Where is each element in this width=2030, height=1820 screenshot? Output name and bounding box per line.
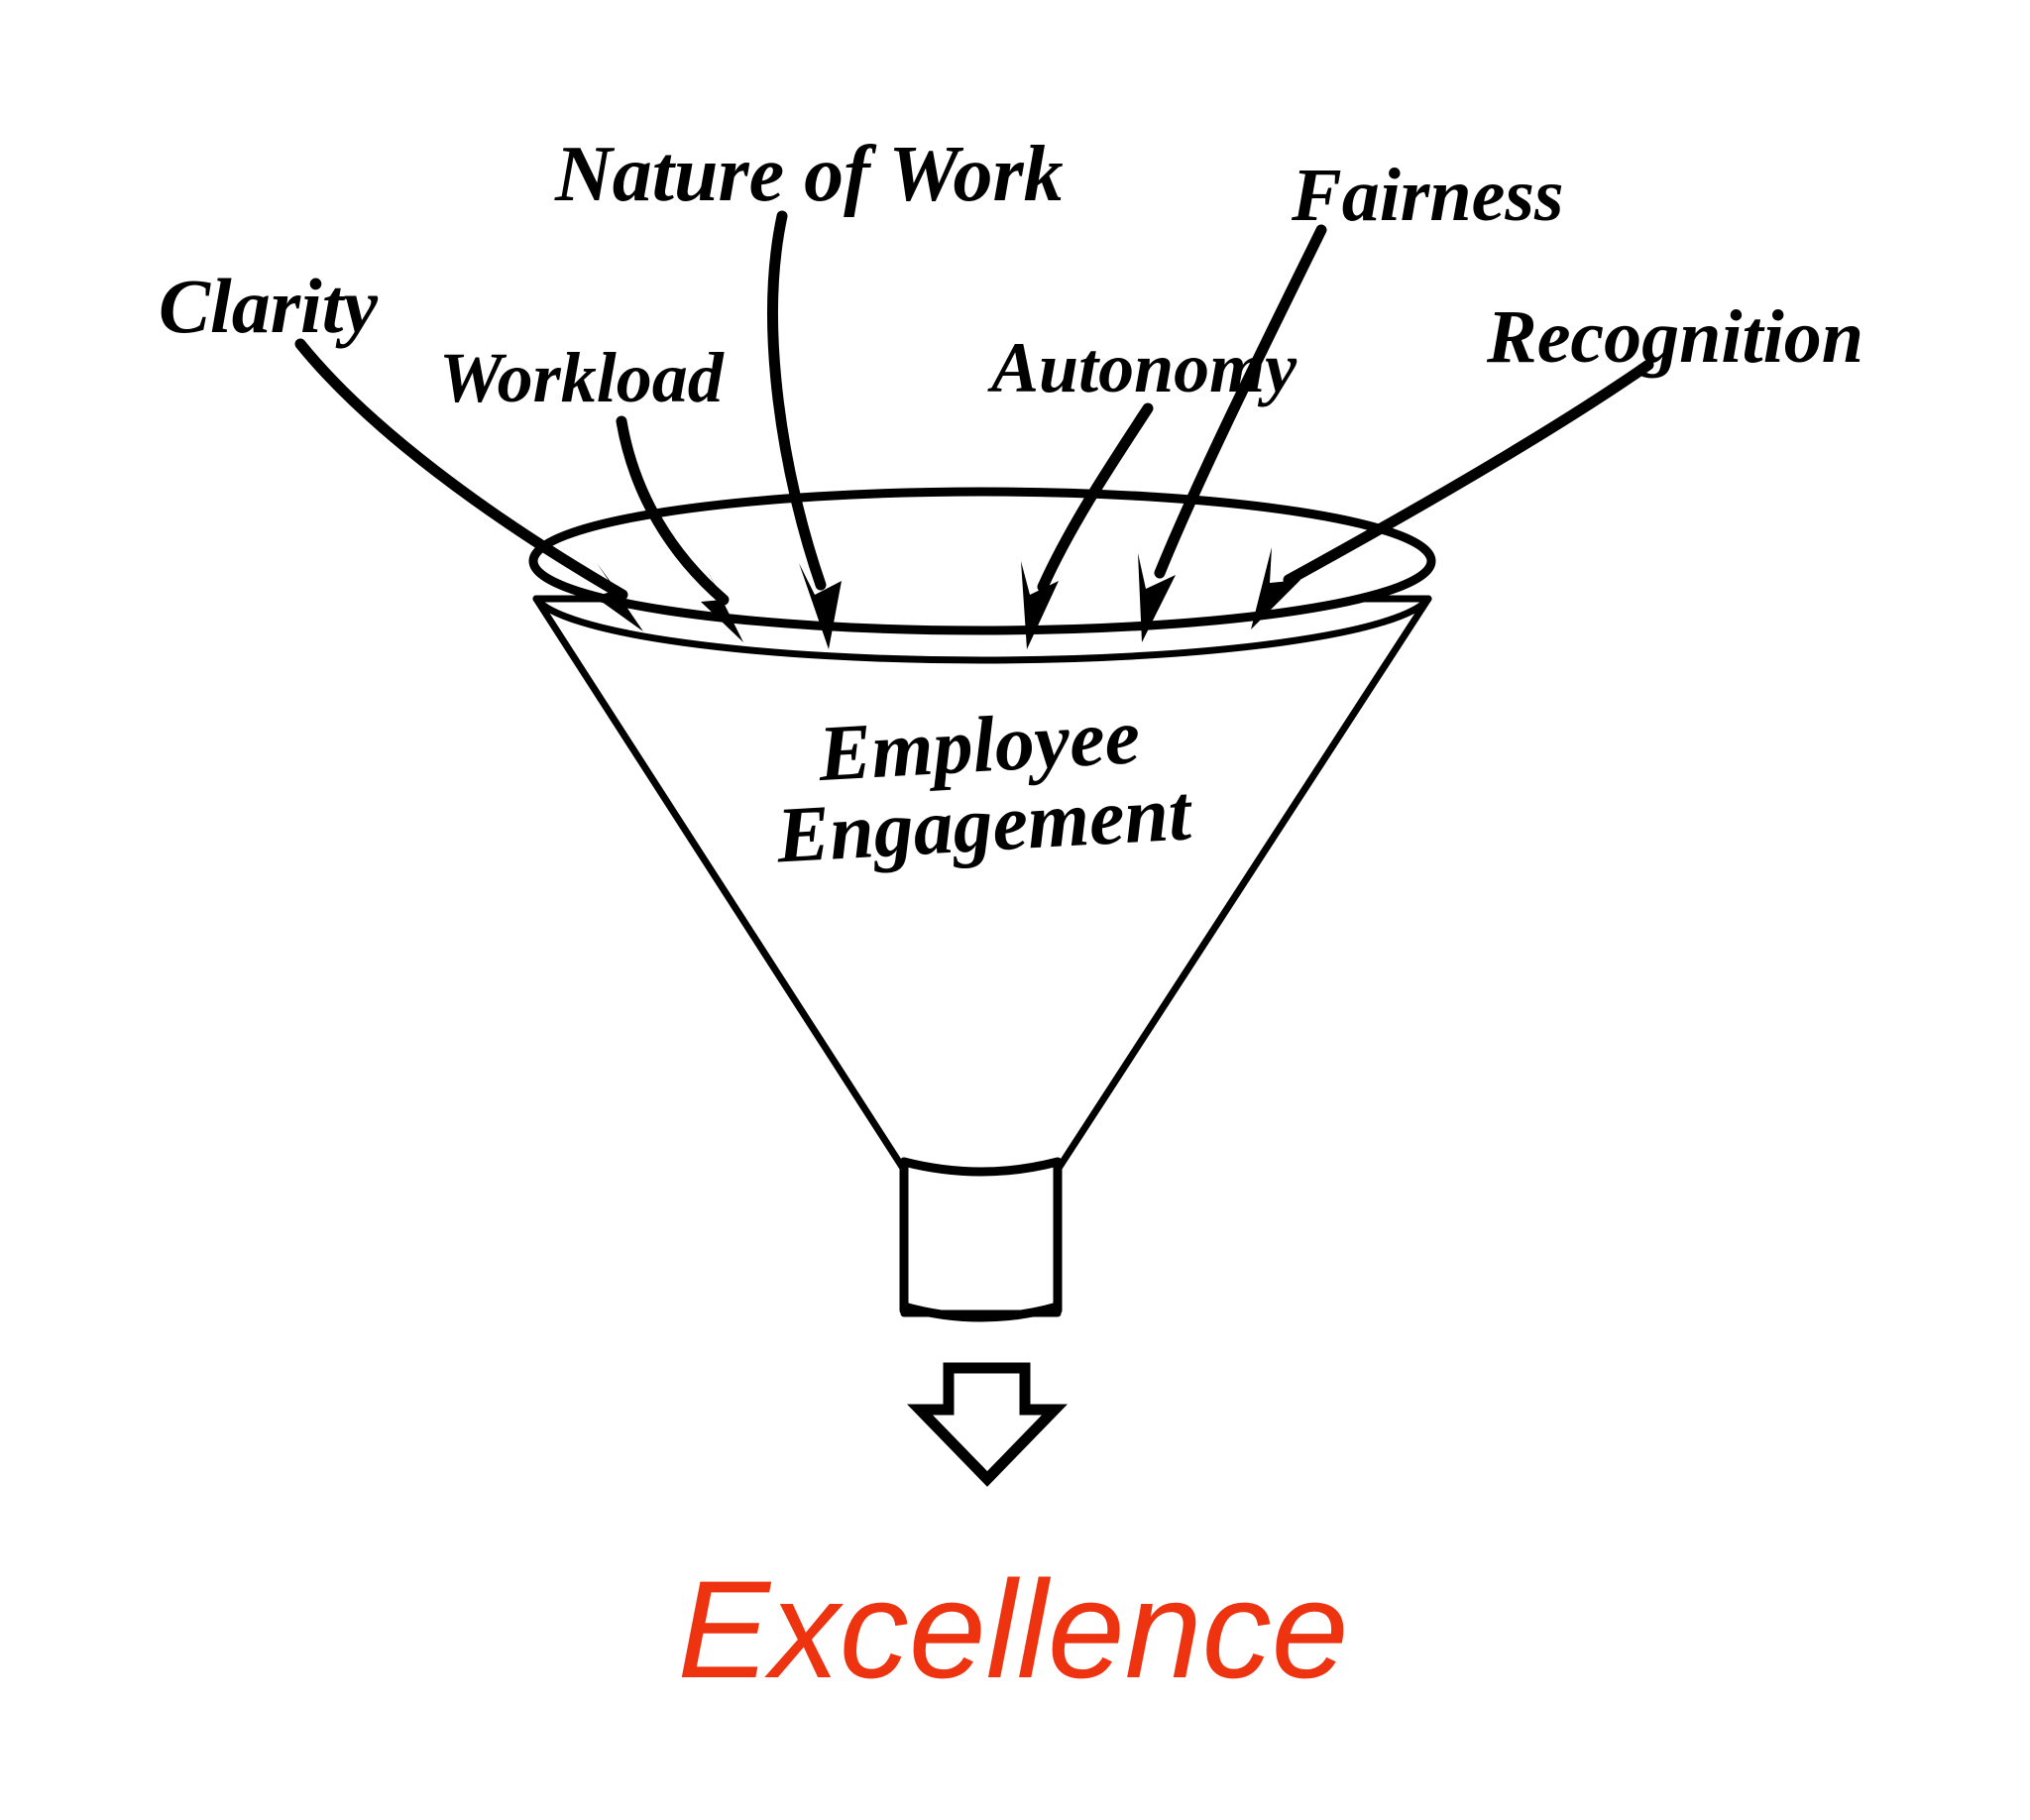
arrow-clarity bbox=[294, 338, 643, 631]
funnel-rim-inner-lip bbox=[532, 595, 1432, 664]
input-label-fairness: Fairness bbox=[1291, 154, 1564, 237]
funnel-neck-top bbox=[899, 1157, 1063, 1177]
funnel-shape bbox=[528, 487, 1436, 1322]
arrow-clarity-head bbox=[595, 563, 643, 631]
arrow-workload bbox=[616, 415, 743, 642]
arrow-autonomy-curve bbox=[1037, 402, 1154, 593]
input-label-autonomy: Autonomy bbox=[987, 328, 1297, 407]
outcome-label-excellence: Excellence bbox=[677, 1551, 1348, 1707]
arrow-nature-of-work-head bbox=[799, 563, 842, 649]
input-label-clarity: Clarity bbox=[159, 263, 378, 349]
output-down-arrow-icon bbox=[906, 1362, 1069, 1487]
arrow-autonomy bbox=[1021, 402, 1154, 649]
funnel-title-line-1: Employee bbox=[816, 693, 1143, 798]
arrow-recognition-head bbox=[1251, 547, 1300, 629]
funnel-title-group: Employee Engagement bbox=[773, 693, 1195, 880]
arrow-fairness-head bbox=[1138, 553, 1176, 642]
arrow-autonomy-head bbox=[1021, 561, 1059, 649]
arrow-fairness-curve bbox=[1154, 224, 1327, 579]
funnel-neck-bottom bbox=[899, 1302, 1063, 1322]
arrow-clarity-curve bbox=[294, 338, 628, 601]
input-label-workload: Workload bbox=[439, 338, 725, 417]
arrow-workload-curve bbox=[616, 415, 730, 606]
arrow-workload-head bbox=[701, 569, 743, 642]
arrow-nature-of-work bbox=[767, 210, 842, 649]
input-arrows-group bbox=[294, 210, 1654, 649]
arrow-fairness bbox=[1138, 224, 1327, 642]
arrow-nature-of-work-curve bbox=[767, 210, 827, 591]
funnel-rim-ellipse bbox=[528, 487, 1436, 635]
arrow-recognition-curve bbox=[1283, 359, 1654, 586]
input-label-recognition: Recognition bbox=[1486, 295, 1863, 379]
arrow-recognition bbox=[1251, 359, 1654, 629]
input-label-nature-of-work: Nature of Work bbox=[554, 131, 1064, 218]
